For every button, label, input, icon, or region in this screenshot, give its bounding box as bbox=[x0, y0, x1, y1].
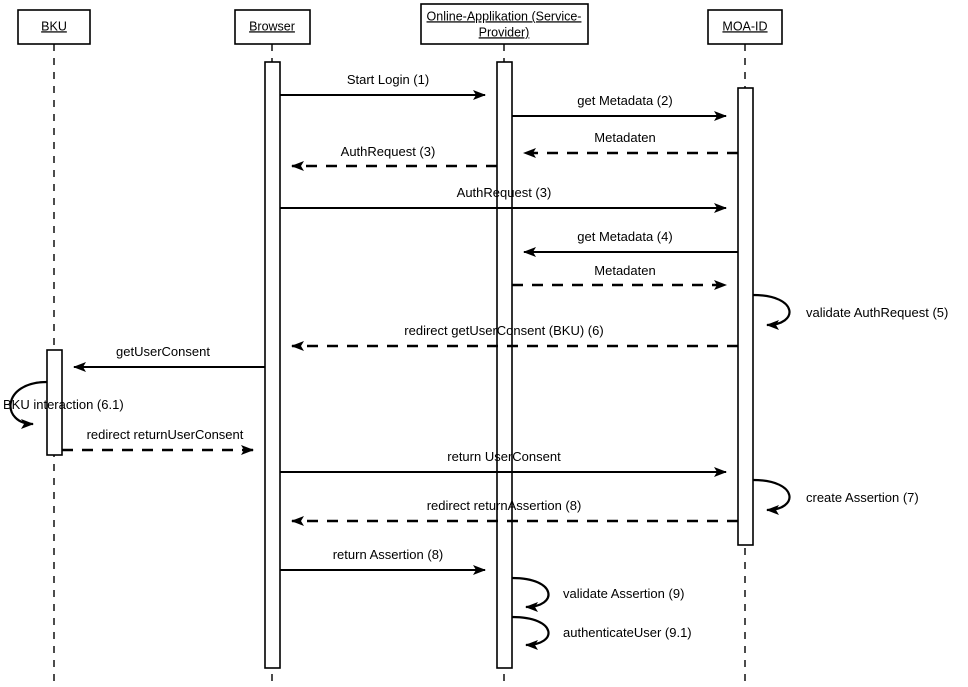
message-13[interactable]: return Assertion (8) bbox=[280, 547, 486, 575]
lifeline-label-browser: Browser bbox=[249, 19, 295, 33]
lifeline-box-bku[interactable] bbox=[17, 9, 91, 45]
message-arrows-group: Start Login (1) get Metadata (2) Metadaten… bbox=[62, 72, 738, 575]
self-message-loop-6.1 bbox=[9, 380, 48, 429]
self-message-loop-9 bbox=[511, 576, 550, 612]
lifeline-label-moaid: MOA-ID bbox=[722, 19, 767, 33]
message-1[interactable]: Start Login (1) bbox=[280, 72, 486, 100]
lifeline-label-bku: BKU bbox=[41, 19, 67, 33]
lifeline-label-sp-line2: Provider) bbox=[479, 25, 530, 39]
lifeline-box-sp[interactable] bbox=[420, 3, 589, 45]
message-label-4: AuthRequest (3) bbox=[341, 144, 436, 159]
self-message-5[interactable]: validate AuthRequest (5) bbox=[752, 293, 948, 330]
lifeline-box-browser[interactable] bbox=[234, 9, 311, 45]
self-message-label-9: validate Assertion (9) bbox=[563, 586, 684, 601]
moaid-activation[interactable] bbox=[737, 87, 754, 546]
message-label-8: redirect getUserConsent (BKU) (6) bbox=[404, 323, 603, 338]
message-label-6: get Metadata (4) bbox=[577, 229, 672, 244]
message-8[interactable]: redirect getUserConsent (BKU) (6) bbox=[291, 323, 738, 351]
message-label-1: Start Login (1) bbox=[347, 72, 429, 87]
self-message-loop-9.1 bbox=[511, 615, 550, 650]
message-6[interactable]: get Metadata (4) bbox=[523, 229, 738, 257]
lifeline-label-sp: Online-Applikation (Service- bbox=[427, 9, 582, 23]
activation-bars-group bbox=[46, 61, 754, 669]
message-label-11: return UserConsent bbox=[447, 449, 561, 464]
self-message-loop-5 bbox=[752, 293, 791, 330]
message-label-9: getUserConsent bbox=[116, 344, 210, 359]
lifeline-box-moaid[interactable] bbox=[707, 9, 783, 45]
self-message-label-7: create Assertion (7) bbox=[806, 490, 919, 505]
message-9[interactable]: getUserConsent bbox=[73, 344, 265, 372]
message-label-7: Metadaten bbox=[594, 263, 655, 278]
self-message-9[interactable]: validate Assertion (9) bbox=[511, 576, 684, 612]
self-message-6.1[interactable]: BKU interaction (6.1) bbox=[3, 380, 124, 429]
message-label-13: return Assertion (8) bbox=[333, 547, 444, 562]
message-4[interactable]: AuthRequest (3) bbox=[291, 144, 497, 171]
message-3[interactable]: Metadaten bbox=[523, 130, 738, 158]
message-2[interactable]: get Metadata (2) bbox=[512, 93, 727, 121]
self-message-label-6.1: BKU interaction (6.1) bbox=[3, 397, 124, 412]
message-10[interactable]: redirect returnUserConsent bbox=[62, 427, 254, 455]
self-message-loop-7 bbox=[752, 478, 791, 515]
message-label-10: redirect returnUserConsent bbox=[87, 427, 244, 442]
sp-activation[interactable] bbox=[496, 61, 513, 669]
message-label-3: Metadaten bbox=[594, 130, 655, 145]
bku-activation[interactable] bbox=[46, 349, 63, 456]
message-label-12: redirect returnAssertion (8) bbox=[427, 498, 582, 513]
message-7[interactable]: Metadaten bbox=[512, 263, 727, 290]
self-message-7[interactable]: create Assertion (7) bbox=[752, 478, 919, 515]
message-label-5: AuthRequest (3) bbox=[457, 185, 552, 200]
message-12[interactable]: redirect returnAssertion (8) bbox=[291, 498, 738, 526]
self-message-label-5: validate AuthRequest (5) bbox=[806, 305, 948, 320]
message-11[interactable]: return UserConsent bbox=[280, 449, 727, 477]
message-5[interactable]: AuthRequest (3) bbox=[280, 185, 727, 213]
message-label-2: get Metadata (2) bbox=[577, 93, 672, 108]
self-message-arrows-group: validate AuthRequest (5) BKU interaction … bbox=[3, 293, 948, 650]
self-message-9.1[interactable]: authenticateUser (9.1) bbox=[511, 615, 692, 650]
browser-activation[interactable] bbox=[264, 61, 281, 669]
self-message-label-9.1: authenticateUser (9.1) bbox=[563, 625, 692, 640]
lifeline-boxes-group: BKU Browser Online-Applikation (Service- Pr… bbox=[17, 3, 783, 45]
